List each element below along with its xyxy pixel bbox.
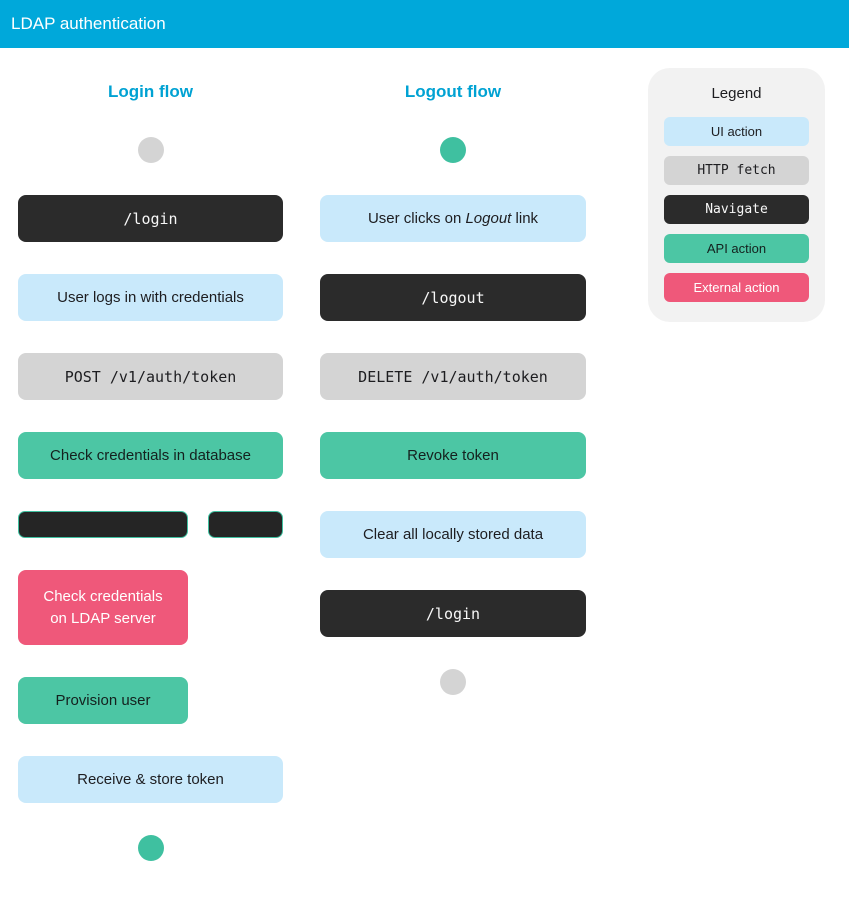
branch-row: [18, 511, 283, 538]
flow-node-login-route-logout: /login: [320, 590, 586, 637]
login-flow-title: Login flow: [108, 81, 193, 101]
node-label: User clicks on Logout link: [368, 210, 538, 227]
legend-item-http-fetch: HTTP fetch: [664, 156, 809, 185]
flow-node-provision-user: Provision user: [18, 677, 188, 724]
legend-item-api-action: API action: [664, 234, 809, 263]
flow-node-receive-store-token: Receive & store token: [18, 756, 283, 803]
flow-node-check-credentials-db: Check credentials in database: [18, 432, 283, 479]
legend-list: UI action HTTP fetch Navigate API action…: [664, 117, 809, 302]
node-text-em: Logout: [465, 210, 512, 227]
flow-node-logout-route: /logout: [320, 274, 586, 321]
flow-node-user-logs-in: User logs in with credentials: [18, 274, 283, 321]
flow-node-clear-local-data: Clear all locally stored data: [320, 511, 586, 558]
page-header: LDAP authentication: [0, 0, 849, 48]
legend-item-navigate: Navigate: [664, 195, 809, 224]
diagram-canvas: Login flow /login User logs in with cred…: [0, 48, 849, 897]
logout-flow-column: Logout flow User clicks on Logout link /…: [320, 48, 586, 695]
flow-node-login-route: /login: [18, 195, 283, 242]
flow-node-delete-auth-token: DELETE /v1/auth/token: [320, 353, 586, 400]
branch-box-left: [18, 511, 188, 538]
logout-start-node: [440, 137, 466, 163]
legend-panel: Legend UI action HTTP fetch Navigate API…: [648, 68, 825, 322]
node-text-suffix: link: [511, 210, 539, 227]
flow-node-check-credentials-ldap: Check credentials on LDAP server: [18, 570, 188, 645]
flow-node-revoke-token: Revoke token: [320, 432, 586, 479]
login-start-node: [137, 137, 164, 163]
login-end-node: [137, 835, 164, 861]
flow-node-user-clicks-logout: User clicks on Logout link: [320, 195, 586, 242]
legend-title: Legend: [711, 85, 762, 102]
legend-item-external-action: External action: [664, 273, 809, 302]
node-text-prefix: User clicks on: [367, 210, 466, 227]
logout-flow-title: Logout flow: [404, 81, 502, 101]
legend-item-ui-action: UI action: [664, 117, 809, 146]
logout-end-node: [440, 669, 466, 695]
page-title: LDAP authentication: [11, 14, 166, 33]
flow-node-post-auth-token: POST /v1/auth/token: [18, 353, 283, 400]
branch-box-right: [208, 511, 283, 538]
login-flow-column: Login flow /login User logs in with cred…: [18, 48, 283, 861]
